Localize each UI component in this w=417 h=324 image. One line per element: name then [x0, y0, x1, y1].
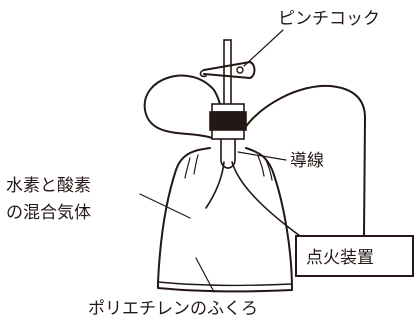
label-polyethylene-bag: ポリエチレンのふくろ — [88, 299, 258, 319]
label-igniter: 点火装置 — [306, 248, 374, 268]
label-gas-mixture-line1: 水素と酸素 — [6, 176, 91, 196]
lead-wire-right-loop — [241, 84, 366, 237]
igniter-box — [295, 235, 414, 277]
label-pinch-cock: ピンチコック — [278, 9, 380, 29]
lead-wire-inner-left — [205, 161, 225, 209]
bag-bottom-hem — [157, 281, 293, 287]
electrode-right — [227, 138, 236, 169]
stopper-lower-band — [211, 129, 245, 140]
lead-wire-left-loop — [143, 74, 223, 139]
stopper-top-band — [211, 103, 245, 113]
leader-lead-wire — [237, 151, 287, 161]
bag-neck-gathers-left — [184, 154, 199, 179]
rubber-stopper — [209, 111, 247, 131]
lead-wire-inner-right — [231, 161, 301, 237]
leader-pinch-cock — [243, 29, 284, 67]
stopper-assembly — [209, 39, 247, 169]
bag-neck-gathers-right — [257, 155, 273, 181]
bag-outline — [157, 147, 293, 293]
pinch-cock — [199, 61, 256, 79]
polyethylene-bag — [157, 147, 293, 293]
leader-lines — [139, 29, 287, 293]
pinch-cock-body — [203, 61, 256, 79]
pinch-cock-pivot — [236, 66, 244, 74]
label-gas-mixture-line2: の混合気体 — [6, 203, 91, 223]
pinch-cock-handle — [199, 69, 207, 78]
leader-gas-mixture — [139, 193, 191, 219]
label-lead-wire: 導線 — [290, 151, 324, 171]
leader-polyethylene-bag — [195, 257, 215, 293]
